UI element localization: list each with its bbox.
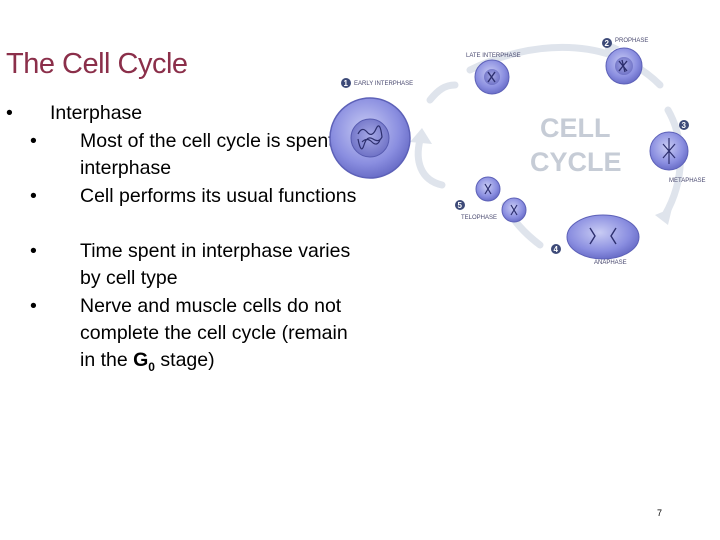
stage-label: PROPHASE — [615, 38, 648, 44]
slide-title: The Cell Cycle — [6, 48, 188, 80]
sub-bullet-marker: • — [30, 240, 37, 262]
stage-badge — [341, 78, 351, 88]
stage-number: 1 — [344, 79, 349, 88]
stage-number: 2 — [605, 39, 610, 48]
bullet-marker: • — [6, 102, 13, 124]
g0-subscript: 0 — [148, 359, 155, 374]
stage-number: 4 — [554, 245, 559, 254]
stage-anaphase: 4 ANAPHASE — [551, 214, 640, 266]
stage-label: ANAPHASE — [594, 260, 627, 266]
stage-label: TELOPHASE — [461, 215, 497, 221]
sub-bullet-marker: • — [30, 295, 37, 317]
stage-badge — [455, 200, 465, 210]
cycle-label: CYCLE — [530, 147, 622, 177]
g0-stage: G0 — [133, 349, 155, 374]
cell-cycle-diagram: CELL CYCLE 1 EARLY INTERPHASE LATE INTER… — [329, 38, 706, 266]
sub-bullet-text: Time spent in interphase varies by cell … — [80, 240, 351, 289]
sub-bullet-text: Most of the cell cycle is spent in inter… — [80, 130, 355, 179]
page-number: 7 — [657, 508, 663, 518]
stage-number: 3 — [682, 121, 687, 130]
stage-metaphase: 3 METAPHASE — [649, 120, 706, 184]
stage-label: LATE INTERPHASE — [466, 53, 521, 59]
main-bullet-interphase: Interphase — [50, 102, 143, 124]
sub-bullet-marker: • — [30, 130, 37, 152]
stage-early-interphase: 1 EARLY INTERPHASE — [329, 78, 413, 179]
stage-late-interphase: LATE INTERPHASE — [466, 53, 521, 95]
stage-telophase: 5 TELOPHASE — [455, 176, 527, 223]
stage-badge — [602, 38, 612, 48]
stage-badge — [551, 244, 561, 254]
stage-badge — [679, 120, 689, 130]
stage-number: 5 — [458, 201, 463, 210]
sub-bullet-text-end: stage) — [154, 349, 215, 371]
stage-label: METAPHASE — [669, 178, 706, 184]
sub-bullet-text: Nerve and muscle cells do not complete t… — [80, 293, 360, 381]
sub-bullet-text-start: Nerve and muscle cells do not complete t… — [80, 295, 348, 371]
cell-label: CELL — [540, 113, 611, 143]
sub-bullet-marker: • — [30, 185, 37, 207]
sub-bullet-text: Cell performs its usual functions — [80, 185, 357, 207]
stage-label: EARLY INTERPHASE — [354, 81, 413, 87]
stage-prophase: 2 PROPHASE — [602, 38, 648, 85]
g0-letter: G — [133, 349, 149, 371]
